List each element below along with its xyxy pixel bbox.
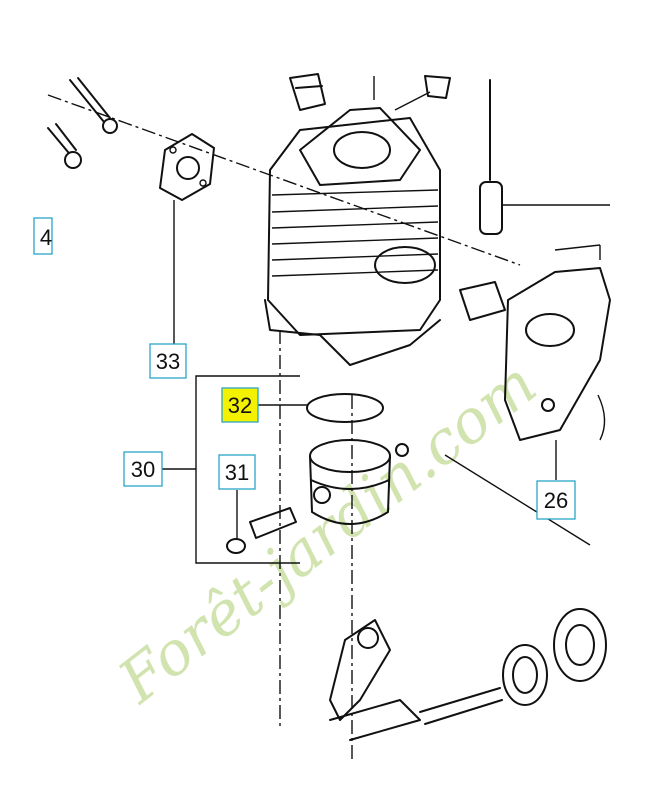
callout-32: 32 — [221, 387, 259, 423]
piston — [309, 439, 409, 525]
callout-26-label: 26 — [544, 488, 568, 513]
decompression-valve — [479, 79, 610, 235]
callout-30: 30 — [123, 451, 163, 487]
bearing-small — [502, 644, 548, 706]
bolt-upper — [69, 77, 118, 134]
callout-33: 33 — [149, 343, 187, 379]
bearing-large — [553, 608, 607, 682]
leader-26-diagonal — [444, 454, 591, 546]
callout-31-label: 31 — [225, 460, 249, 485]
callout-26: 26 — [536, 480, 576, 520]
spark-plug — [289, 73, 375, 111]
callout-32-label: 32 — [228, 393, 252, 418]
cylinder — [264, 107, 441, 366]
callout-30-label: 30 — [131, 457, 155, 482]
watermark-text: Forêt-jardin.com — [105, 349, 549, 718]
crankshaft — [329, 619, 503, 741]
top-right-part — [394, 75, 451, 111]
gasket-part-33 — [159, 133, 215, 201]
axis-top-diagonal — [47, 94, 521, 266]
callout-31: 31 — [218, 454, 256, 490]
piston-pin-part-31 — [226, 507, 297, 554]
callout-4-label: 4 — [40, 225, 52, 250]
muffler-gasket-part-26 — [459, 244, 611, 441]
watermark: Forêt-jardin.com — [105, 349, 549, 718]
callout-4-partial: 4 — [33, 217, 53, 255]
bolt-lower — [47, 123, 82, 169]
piston-ring-part-32 — [306, 393, 384, 423]
callout-33-label: 33 — [156, 349, 180, 374]
